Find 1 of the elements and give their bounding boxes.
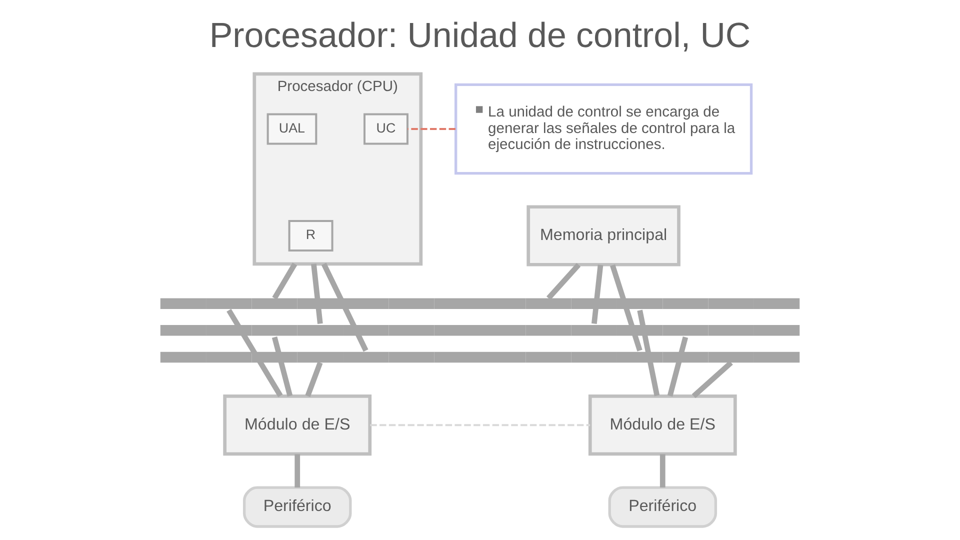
- diagram-title: Procesador: Unidad de control, UC: [209, 16, 751, 55]
